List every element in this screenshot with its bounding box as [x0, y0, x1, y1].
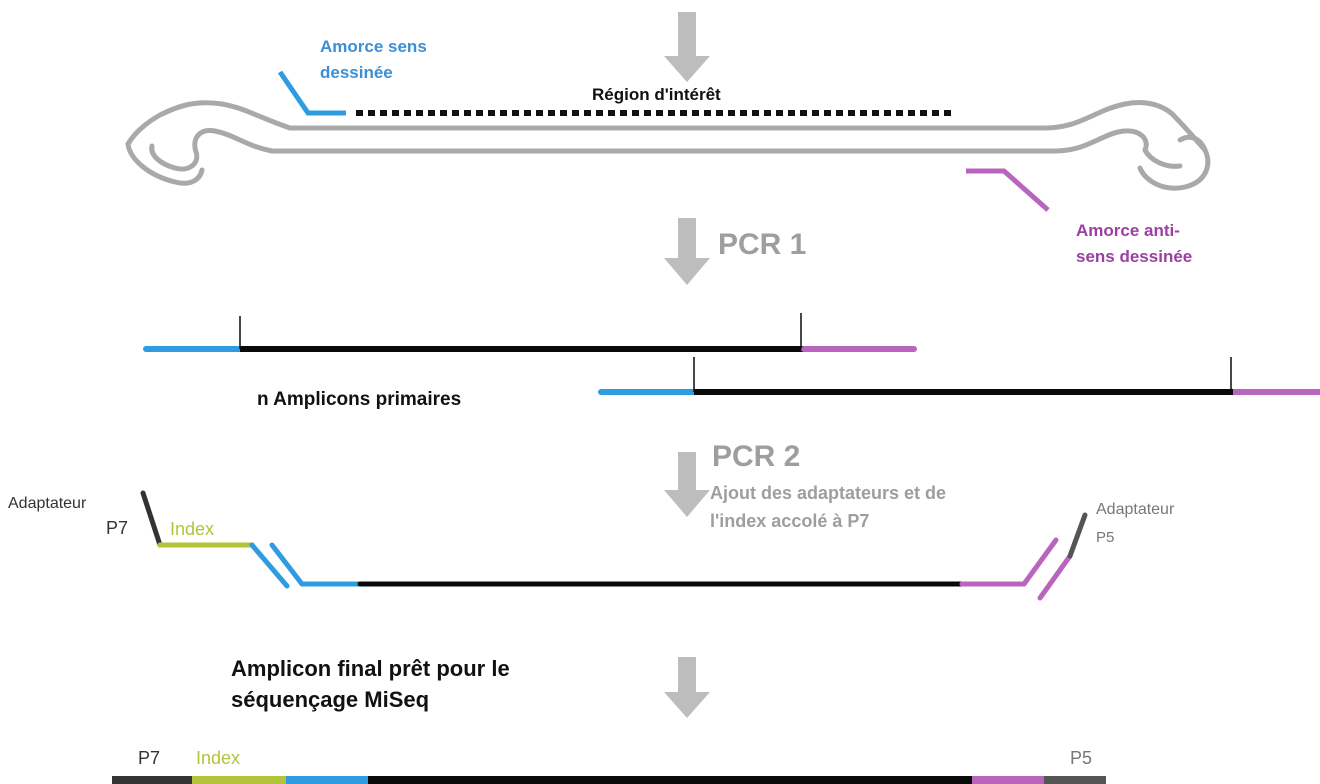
- primary-amplicon-2: [598, 357, 1320, 395]
- step-arrow-top: [664, 12, 710, 82]
- step-arrow-final: [664, 657, 710, 718]
- sense-primer-label: Amorce sens dessinée: [320, 37, 432, 82]
- dna-lower-strand: [269, 128, 1149, 154]
- p7-adapter-mark: [140, 490, 163, 548]
- adapter-p7-label: Adaptateur P7: [8, 495, 128, 538]
- final-p5-label: P5: [1070, 748, 1092, 768]
- adapter-p5-label: Adaptateur P5: [1096, 501, 1179, 546]
- antisense-primer-mark: [966, 168, 1050, 212]
- antisense-primer-label: Amorce anti- sens dessinée: [1076, 221, 1192, 266]
- p5-adapter-mark: [1067, 512, 1088, 559]
- sense-primer-mark: [277, 70, 346, 116]
- final-amplicon-label: Amplicon final prêt pour le séquençage M…: [231, 656, 516, 712]
- pcr2-description: Ajout des adaptateurs et de l'index acco…: [710, 483, 951, 531]
- pcr2-label: PCR 2: [712, 440, 800, 473]
- region-of-interest-label: Région d'intérêt: [592, 85, 721, 104]
- primary-amplicon-1: [143, 313, 917, 352]
- genomic-dna-double-strand: [125, 100, 1211, 191]
- final-amplicon: [112, 776, 1106, 784]
- index-label: Index: [170, 519, 214, 539]
- pcr1-label: PCR 1: [718, 228, 806, 261]
- step-arrow-pcr1: [664, 218, 710, 285]
- dna-upper-strand: [287, 100, 1208, 153]
- step-arrow-pcr2: [664, 452, 710, 517]
- primary-amplicons-label: n Amplicons primaires: [257, 389, 461, 410]
- final-index-label: Index: [196, 748, 240, 768]
- final-p7-label: P7: [138, 748, 160, 768]
- pcr2-construct: [140, 490, 1088, 601]
